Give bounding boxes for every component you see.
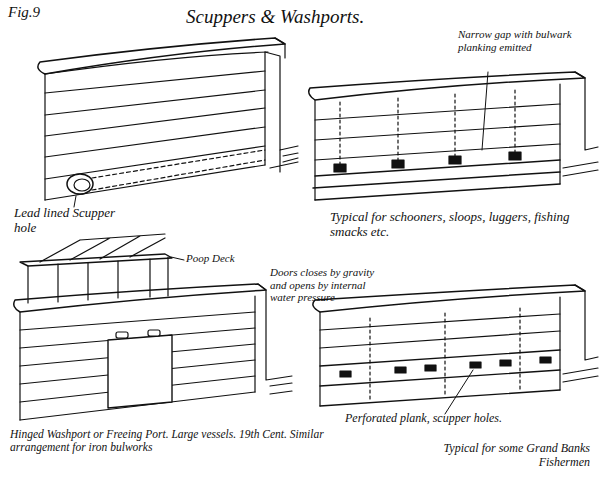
bulwark-gap-line <box>309 72 585 100</box>
bulwark-gap-line <box>340 90 515 170</box>
perforated-plank-line <box>445 370 473 414</box>
poop-deck-label: Poop Deck <box>186 252 266 265</box>
bulwark-scupper-line <box>45 71 265 200</box>
bulwark-gap-line <box>563 162 598 176</box>
bulwark-gap-line <box>315 104 560 160</box>
hinged-washport-line <box>20 284 292 420</box>
caption-note: Hinged Washport or Freeing Port. Large v… <box>10 428 328 454</box>
hinged-washport-line <box>116 332 128 338</box>
bulwark-gap-drawing <box>309 72 598 200</box>
perforated-plank-line <box>563 368 598 382</box>
bulwark-scupper-drawing <box>38 38 298 207</box>
caption-note: Typical for schooners, sloops, luggers, … <box>330 210 580 240</box>
bulwark-scupper-line <box>74 179 90 191</box>
bulwark-scupper-line <box>67 174 93 194</box>
hinged-washport-line <box>14 284 266 312</box>
hinged-washport-line <box>28 257 168 303</box>
bulwark-gap-line <box>482 72 488 150</box>
perforated-plank-line <box>320 350 560 406</box>
caption-note: Typical for some Grand Banks Fishermen <box>390 442 590 470</box>
bulwark-gap-line <box>334 152 521 172</box>
perforated-plank-drawing <box>313 285 598 414</box>
hinged-washport-line <box>270 383 292 394</box>
door-note: Doors closes by gravity and opens by int… <box>270 266 392 304</box>
hinged-washport-line <box>171 257 184 260</box>
perforated-plank-line <box>340 357 551 377</box>
hinged-washport-line <box>108 335 172 408</box>
perforated-plank-line <box>370 308 520 400</box>
hinged-washport-drawing <box>14 234 292 420</box>
figure-number: Fig.9 <box>8 4 68 21</box>
bulwark-gap-line <box>315 72 598 200</box>
figure-title: Scuppers & Washports. <box>186 6 446 28</box>
bulwark-scupper-line <box>275 38 285 58</box>
bulwark-scupper-line <box>92 150 265 190</box>
hinged-washport-line <box>20 312 255 420</box>
gap-label: Narrow gap with bulwark planking emitted <box>458 28 586 53</box>
perforated-plank-line <box>320 314 560 348</box>
bulwark-scupper-line <box>45 52 265 200</box>
hinged-washport-line <box>148 330 160 336</box>
perforated-label: Perforated plank, scupper holes. <box>345 412 505 426</box>
bulwark-scupper-line <box>45 52 268 74</box>
bulwark-scupper-line <box>265 52 298 150</box>
bulwark-gap-line <box>313 160 560 200</box>
bulwark-scupper-line <box>270 150 298 172</box>
scupper-label: Lead lined Scupper hole <box>14 206 124 236</box>
hinged-washport-line <box>40 234 165 262</box>
perforated-plank-line <box>320 285 598 406</box>
bulwark-scupper-line <box>38 38 285 74</box>
